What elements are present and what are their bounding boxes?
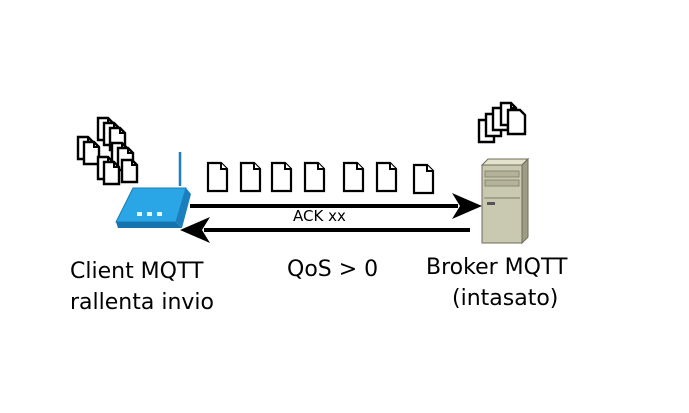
ack-arrow [180,217,470,243]
router-icon [115,152,191,228]
client-queue-icon [76,116,139,186]
ack-label: ACK xx [293,207,346,225]
qos-label: QoS > 0 [287,257,379,282]
broker-label-line2: (intasato) [452,286,559,311]
publish-arrow [190,193,482,219]
messages-in-transit [206,161,435,195]
client-label-line1: Client MQTT [70,259,204,284]
client-label-line2: rallenta invio [70,290,214,315]
broker-label-line1: Broker MQTT [426,255,568,280]
broker-queue-icon [477,101,527,144]
server-tower-icon [480,157,530,245]
